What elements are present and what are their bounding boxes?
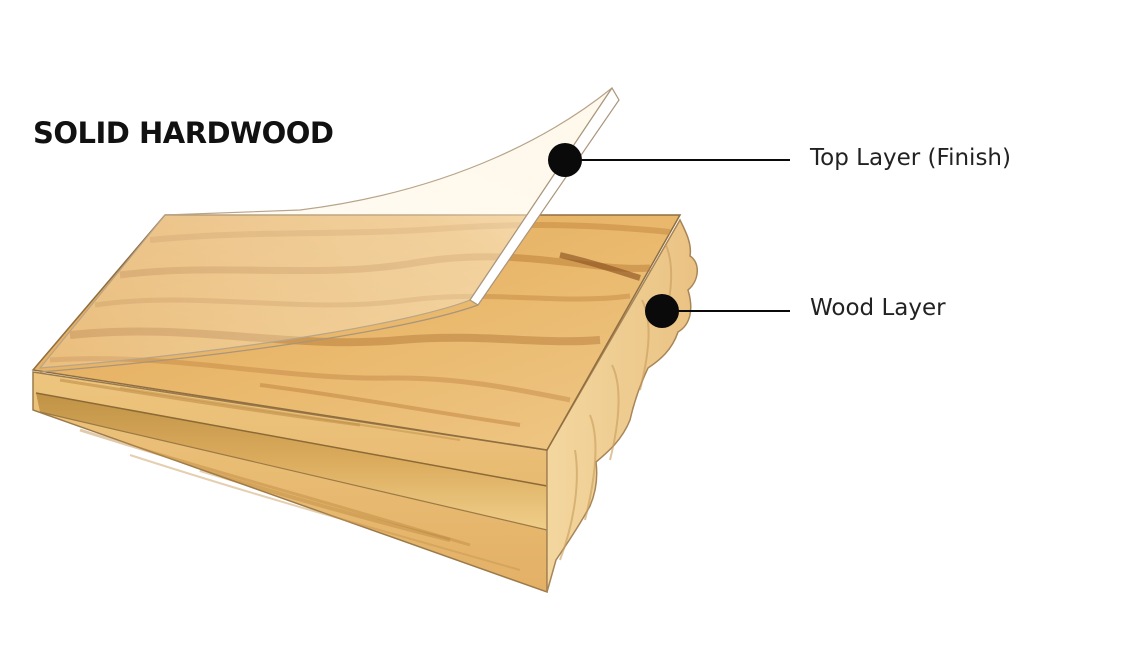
plank-front-face xyxy=(32,371,556,594)
wood-layer-marker xyxy=(645,294,679,328)
finish-layer-sheet xyxy=(38,86,620,373)
diagram-title: SOLID HARDWOOD xyxy=(33,116,334,150)
top-layer-marker xyxy=(548,143,582,177)
label-wood-layer: Wood Layer xyxy=(810,295,946,321)
label-top-layer: Top Layer (Finish) xyxy=(810,145,1011,171)
callout-top-layer xyxy=(548,143,790,177)
callout-wood-layer xyxy=(645,294,790,328)
